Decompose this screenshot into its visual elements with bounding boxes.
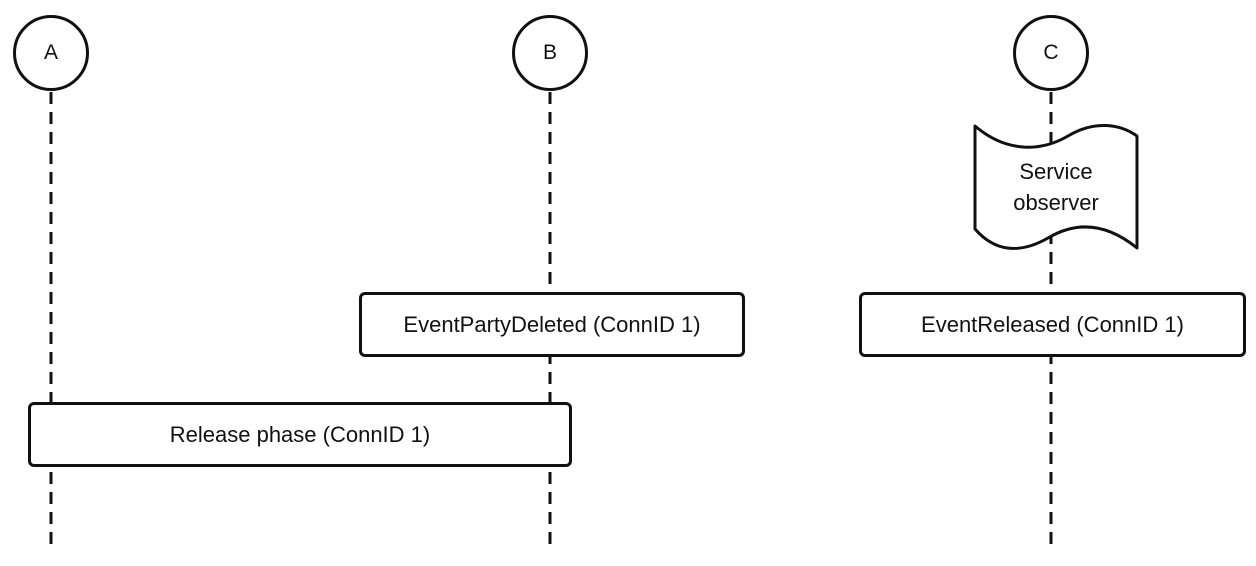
release-phase-box: Release phase (ConnID 1) xyxy=(28,402,572,467)
event-released-label: EventReleased (ConnID 1) xyxy=(921,311,1184,337)
participant-a-label: A xyxy=(43,41,58,64)
release-phase-label: Release phase (ConnID 1) xyxy=(169,421,431,447)
event-released-box: EventReleased (ConnID 1) xyxy=(859,292,1246,357)
participant-c: C xyxy=(1013,15,1089,91)
note-line-2: observer xyxy=(1013,190,1099,215)
event-party-deleted-box: EventPartyDeleted (ConnID 1) xyxy=(359,292,745,357)
participant-a: A xyxy=(13,15,89,91)
participant-c-label: C xyxy=(1043,41,1059,64)
event-party-deleted-label: EventPartyDeleted (ConnID 1) xyxy=(403,311,701,337)
note-line-1: Service xyxy=(1019,159,1093,184)
service-observer-note-shape xyxy=(973,123,1139,250)
service-observer-note: Service observer xyxy=(975,156,1137,218)
participant-b: B xyxy=(512,15,588,91)
participant-b-label: B xyxy=(542,41,557,64)
